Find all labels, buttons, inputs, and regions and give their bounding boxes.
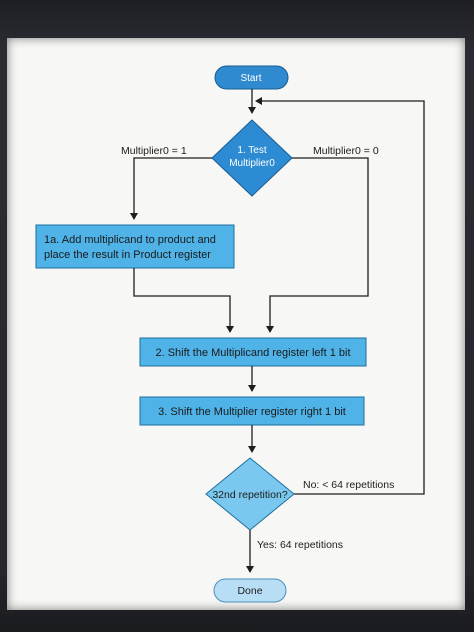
branch-zero-label: Multiplier0 = 0 xyxy=(313,145,379,157)
no-branch-label: No: < 64 repetitions xyxy=(303,479,394,491)
connector-test-to-step2 xyxy=(266,157,369,333)
step-2-label: 2. Shift the Multiplicand register left … xyxy=(155,347,350,359)
step-3-label: 3. Shift the Multiplier register right 1… xyxy=(158,406,346,418)
step-3-box xyxy=(139,396,365,426)
yes-branch-label: Yes: 64 repetitions xyxy=(257,539,343,551)
loop-back-connector xyxy=(255,97,425,495)
test-multiplier-diamond xyxy=(211,119,293,197)
done-terminal xyxy=(213,578,287,603)
check-label: 32nd repetition? xyxy=(212,489,287,501)
done-label: Done xyxy=(237,585,262,597)
connector-1a-to-step2 xyxy=(133,268,234,333)
test-label-line2: Multiplier0 xyxy=(229,158,275,169)
step-2-box xyxy=(139,337,367,367)
test-label-line1: 1. Test xyxy=(237,145,266,156)
branch-one-label: Multiplier0 = 1 xyxy=(121,145,187,157)
start-label: Start xyxy=(240,73,261,84)
step-1a-box xyxy=(35,224,235,269)
connector-test-to-1a xyxy=(130,157,212,220)
step-1a-line2: place the result in Product register xyxy=(44,249,211,261)
step-1a-line1: 1a. Add multiplicand to product and xyxy=(44,234,216,246)
